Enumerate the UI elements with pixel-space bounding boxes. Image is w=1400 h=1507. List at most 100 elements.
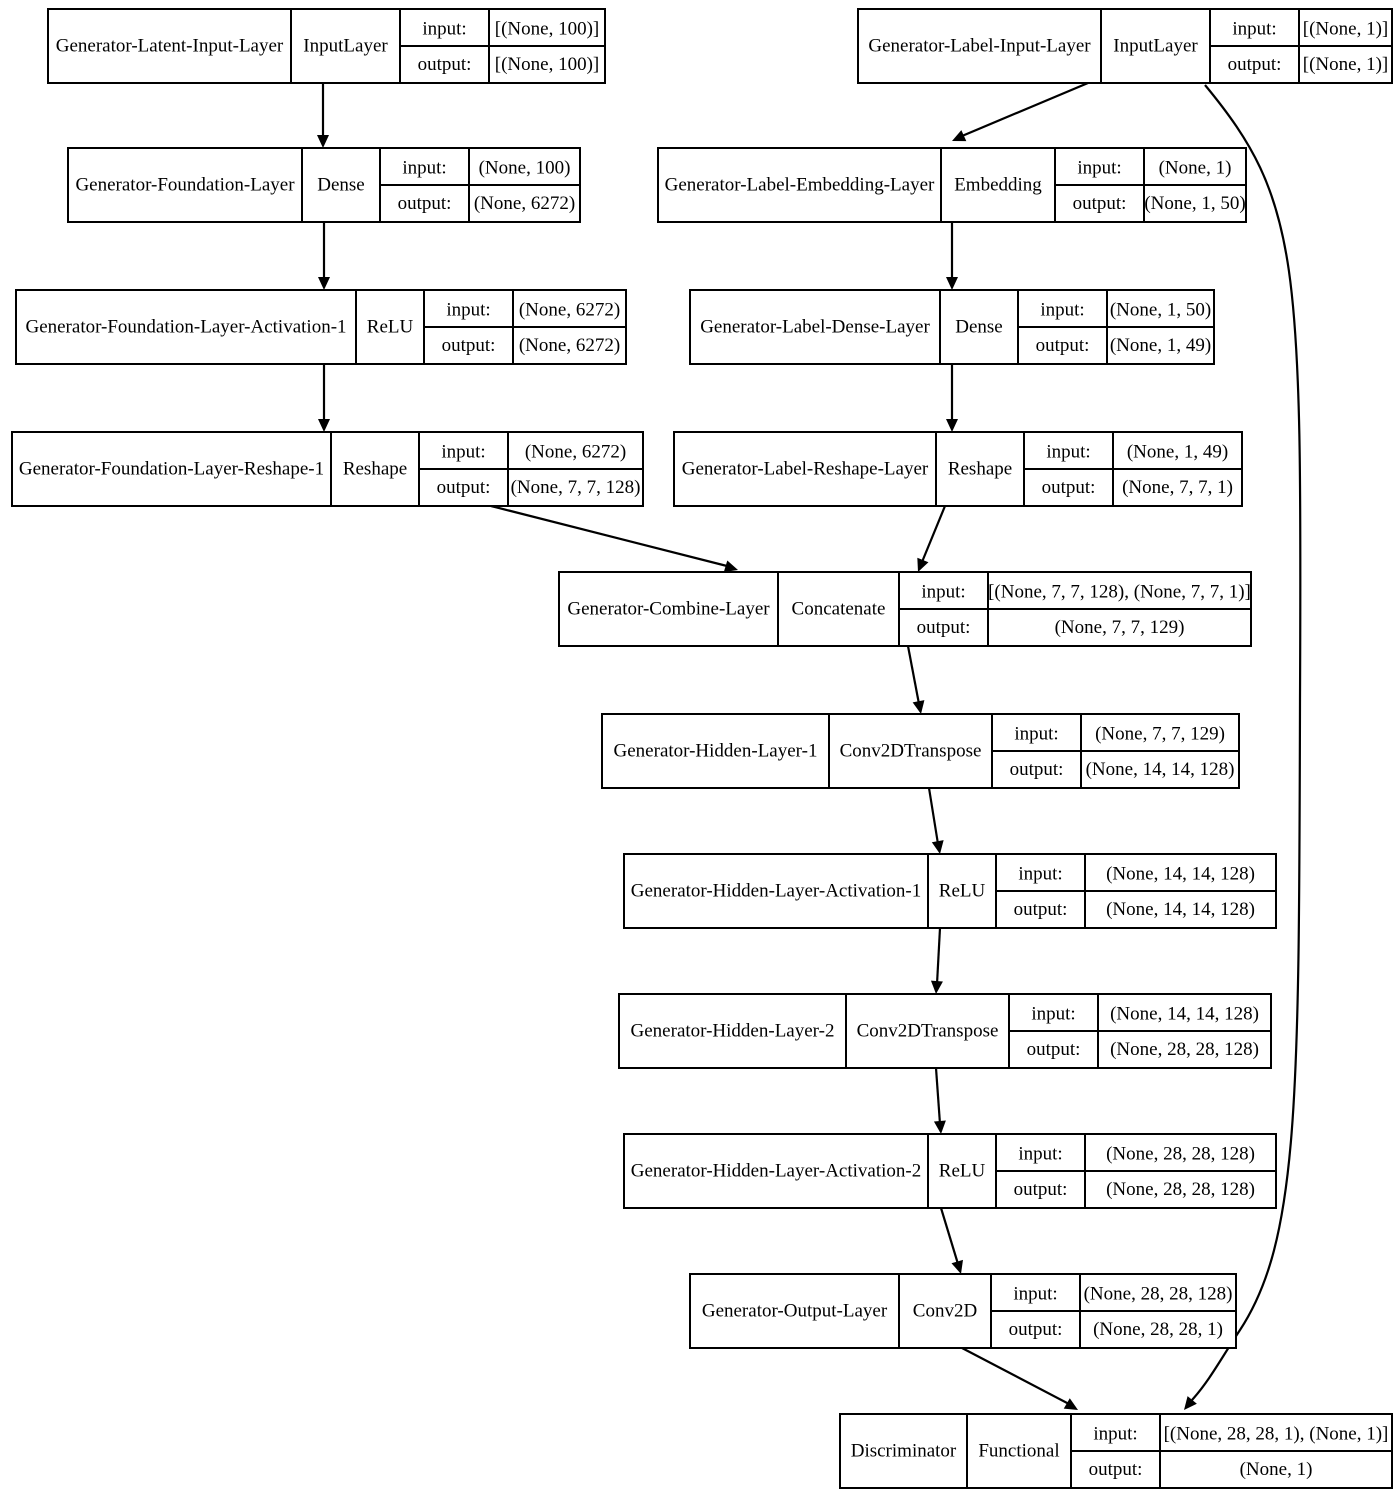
node-output-label: output: [1042, 477, 1096, 498]
node-layer-name: Generator-Label-Dense-Layer [700, 316, 930, 337]
edge-generator-label-input-layer-to-discriminator [1184, 84, 1302, 1410]
edge-generator-combine-layer-to-generator-hidden-layer-1 [906, 645, 925, 714]
node-output-label: output: [1014, 1179, 1068, 1200]
node-output-label: output: [1073, 193, 1127, 214]
node-layer-name: Generator-Hidden-Layer-Activation-1 [631, 880, 921, 901]
node-layer-name: Generator-Foundation-Layer-Activation-1 [25, 316, 346, 337]
node-layer-name: Generator-Output-Layer [702, 1300, 888, 1321]
arrowhead-icon [723, 560, 738, 572]
node-input-label: input: [1077, 157, 1121, 178]
node-input-label: input: [402, 157, 446, 178]
node-output-shape: (None, 6272) [474, 193, 575, 214]
node-border [15, 289, 627, 365]
node-generator-foundation-layer-activation-1[interactable]: Generator-Foundation-Layer-Activation-1 R… [15, 289, 627, 365]
node-layer-type: ReLU [367, 316, 414, 337]
node-input-shape: (None, 6272) [519, 299, 620, 320]
node-output-shape: (None, 1, 49) [1110, 335, 1211, 356]
node-input-label: input: [921, 581, 965, 602]
node-input-label: input: [441, 441, 485, 462]
node-layer-type: InputLayer [1113, 35, 1198, 56]
edge-line [490, 504, 728, 568]
node-output-shape: (None, 1, 50) [1144, 193, 1245, 214]
node-input-shape: [(None, 100)] [495, 18, 599, 39]
node-layer-type: Functional [978, 1440, 1059, 1461]
node-output-shape: (None, 14, 14, 128) [1106, 899, 1255, 920]
node-layer-type: ReLU [939, 1160, 986, 1181]
node-input-shape: [(None, 1)] [1303, 18, 1388, 39]
edge-line [961, 81, 1089, 138]
node-output-label: output: [442, 335, 496, 356]
edge-generator-hidden-layer-1-to-generator-hidden-layer-activation-1 [927, 787, 944, 854]
node-output-label: output: [437, 477, 491, 498]
edge-generator-label-dense-layer-to-generator-label-reshape-layer [946, 364, 958, 432]
edge-generator-output-layer-to-discriminator [961, 1347, 1078, 1410]
edges-layer [317, 81, 1302, 1410]
edge-line [927, 787, 940, 845]
node-layer-type: Dense [317, 174, 364, 195]
node-input-shape: [(None, 28, 28, 1), (None, 1)] [1164, 1423, 1389, 1444]
edge-line [961, 1347, 1070, 1405]
node-border [47, 8, 606, 84]
node-input-shape: (None, 1, 50) [1110, 299, 1211, 320]
arrowhead-icon [946, 419, 958, 432]
node-layer-name: Generator-Label-Reshape-Layer [682, 458, 929, 479]
arrowhead-icon [952, 130, 967, 142]
edge-generator-foundation-layer-activation-1-to-generator-foundation-layer-reshape-1 [318, 364, 330, 432]
edge-generator-latent-input-layer-to-generator-foundation-layer [317, 83, 329, 148]
edge-generator-label-input-layer-to-generator-label-embedding-layer [952, 81, 1089, 142]
node-output-label: output: [917, 617, 971, 638]
node-output-shape: (None, 28, 28, 1) [1093, 1319, 1223, 1340]
edge-line [935, 927, 942, 985]
node-input-label: input: [1046, 441, 1090, 462]
node-input-shape: (None, 14, 14, 128) [1106, 863, 1255, 884]
node-layer-name: Generator-Label-Input-Layer [868, 35, 1091, 56]
node-output-shape: (None, 14, 14, 128) [1086, 759, 1235, 780]
node-output-shape: [(None, 1)] [1303, 54, 1388, 75]
node-input-shape: (None, 7, 7, 129) [1095, 723, 1225, 744]
node-input-label: input: [1018, 1143, 1062, 1164]
node-layer-type: Concatenate [792, 598, 886, 619]
node-output-label: output: [1228, 54, 1282, 75]
node-output-label: output: [1010, 759, 1064, 780]
edge-generator-label-reshape-layer-to-generator-combine-layer [917, 505, 947, 572]
node-input-shape: [(None, 7, 7, 128), (None, 7, 7, 1)] [988, 581, 1251, 602]
edge-line [906, 645, 921, 705]
edge-generator-foundation-layer-reshape-1-to-generator-combine-layer [490, 504, 738, 572]
node-input-label: input: [1040, 299, 1084, 320]
node-layer-name: Generator-Hidden-Layer-2 [631, 1020, 835, 1041]
node-output-label: output: [398, 193, 452, 214]
node-output-shape: (None, 7, 7, 1) [1122, 477, 1233, 498]
node-input-shape: (None, 100) [479, 157, 571, 178]
edge-generator-hidden-layer-activation-2-to-generator-output-layer [939, 1207, 963, 1274]
edge-generator-hidden-layer-2-to-generator-hidden-layer-activation-2 [933, 1067, 946, 1134]
node-input-label: input: [1031, 1003, 1075, 1024]
node-output-shape: (None, 1) [1240, 1459, 1313, 1480]
node-layer-name: Generator-Foundation-Layer-Reshape-1 [19, 458, 324, 479]
arrowhead-icon [318, 419, 330, 432]
arrowhead-icon [1063, 1398, 1078, 1410]
node-output-shape: (None, 7, 7, 128) [511, 477, 641, 498]
node-input-shape: (None, 14, 14, 128) [1110, 1003, 1259, 1024]
edge-generator-hidden-layer-activation-1-to-generator-hidden-layer-2 [930, 927, 943, 994]
node-layer-type: ReLU [939, 880, 986, 901]
arrowhead-icon [318, 277, 330, 290]
node-layer-name: Generator-Hidden-Layer-1 [614, 740, 818, 761]
node-layer-type: Conv2DTranspose [840, 740, 982, 761]
node-output-label: output: [1027, 1039, 1081, 1060]
node-layer-name: Discriminator [851, 1440, 957, 1461]
